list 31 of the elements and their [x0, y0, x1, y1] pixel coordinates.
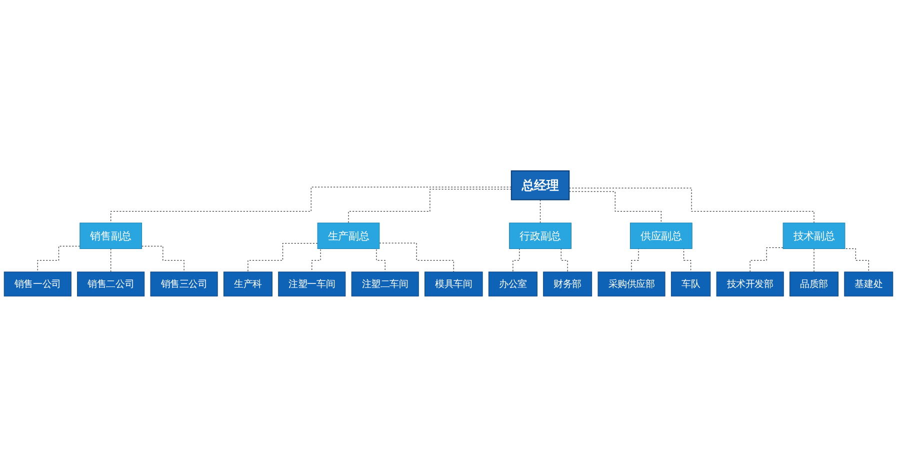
- node-box: 技术开发部: [716, 272, 784, 296]
- connector: [37, 246, 80, 272]
- connector: [348, 188, 512, 224]
- node-box: 行政副总: [509, 222, 572, 249]
- connector: [540, 199, 541, 224]
- node-box: 销售副总: [80, 222, 142, 249]
- node-box: 销售三公司: [150, 272, 218, 296]
- node-box: 供应副总: [630, 222, 692, 249]
- connector: [141, 246, 184, 272]
- node-box: 采购供应部: [598, 272, 666, 296]
- connector: [248, 243, 318, 272]
- node-box: 销售一公司: [4, 272, 72, 296]
- node-box: 生产副总: [317, 222, 380, 249]
- node-box: 品质部: [790, 272, 838, 296]
- connector: [568, 188, 814, 224]
- node-box: 模具车间: [424, 272, 483, 296]
- node-box: 车队: [670, 272, 711, 296]
- node-box: 基建处: [844, 272, 894, 296]
- connector: [110, 186, 512, 224]
- node-box: 总经理: [510, 170, 570, 200]
- node-box: 生产科: [223, 272, 272, 296]
- connector: [750, 247, 784, 272]
- node-box: 注塑二车间: [351, 272, 419, 296]
- node-box: 注塑一车间: [278, 272, 346, 296]
- node-box: 销售二公司: [77, 272, 145, 296]
- node-box: 办公室: [488, 272, 538, 296]
- connector: [110, 248, 112, 272]
- connector: [568, 191, 662, 224]
- connector: [379, 242, 454, 272]
- node-box: 技术副总: [782, 222, 846, 249]
- node-box: 财务部: [543, 272, 592, 296]
